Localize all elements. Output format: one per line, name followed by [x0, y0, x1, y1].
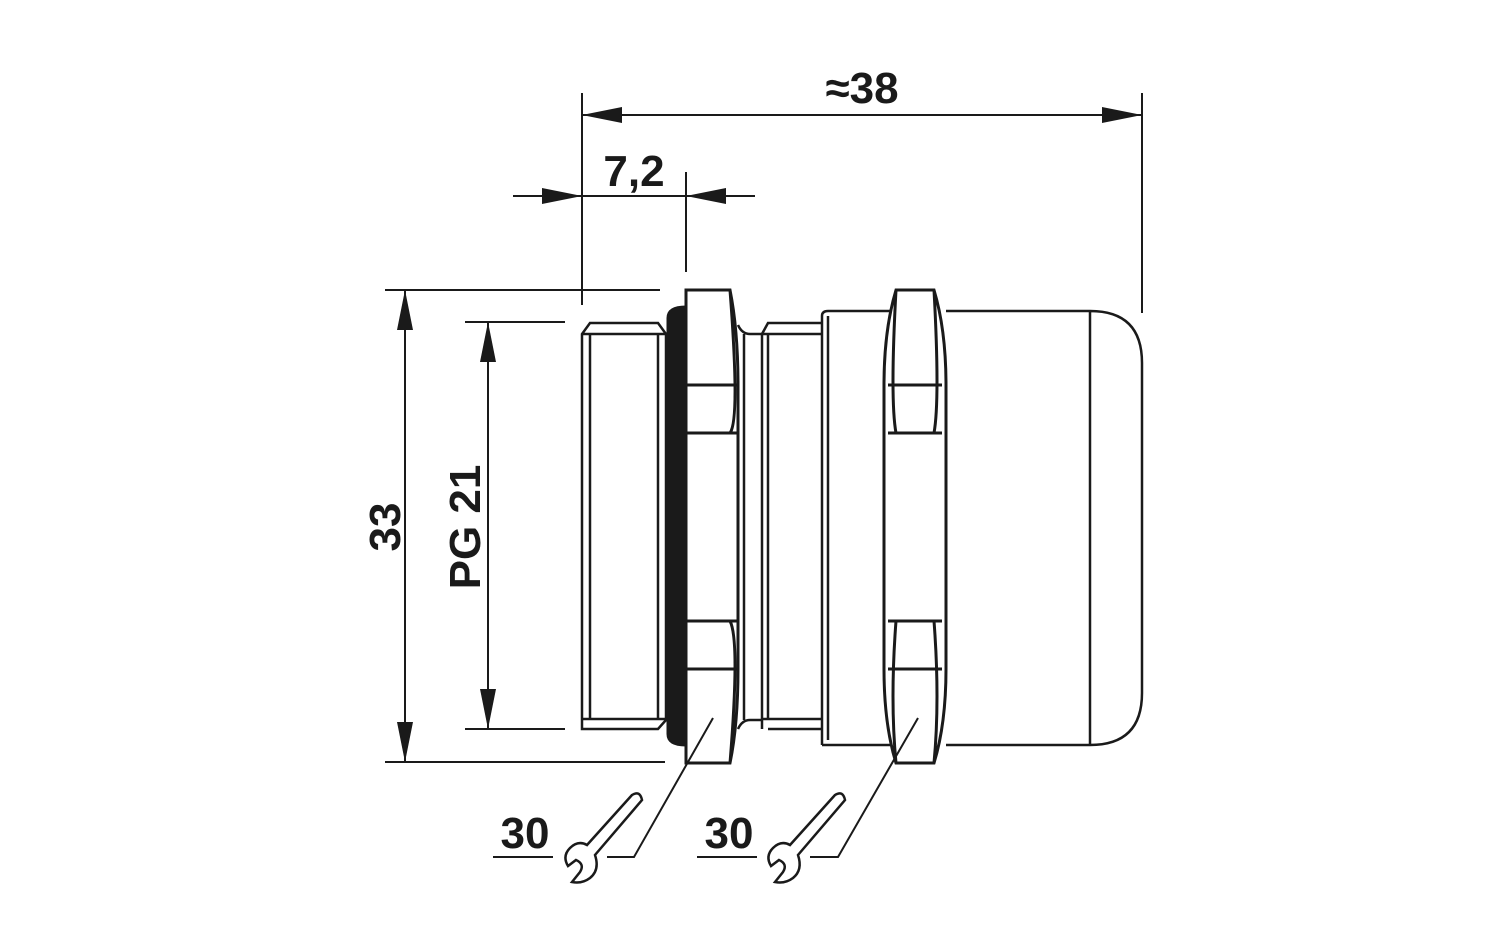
- gland-body: [580, 288, 1144, 765]
- gland-neck: [736, 324, 762, 730]
- thread-length-label: 7,2: [603, 147, 664, 196]
- body-thread: [760, 321, 822, 731]
- overall-length-label: ≈38: [825, 64, 898, 113]
- seal-ring: [666, 305, 688, 747]
- dimension-thread-size: PG 21: [441, 321, 565, 730]
- dome-cap: [946, 309, 1144, 747]
- outer-height-label: 33: [361, 503, 410, 552]
- dimension-overall-length: ≈38: [581, 64, 1143, 313]
- body-section: [820, 309, 890, 747]
- dimension-thread-length: 7,2: [513, 147, 755, 272]
- wrench-leaders: [493, 717, 919, 858]
- entry-thread: [580, 321, 668, 731]
- wrench-icon-1: [564, 792, 644, 884]
- sealing-nut: [882, 288, 948, 765]
- lock-nut: [684, 288, 740, 765]
- dimension-outer-height: 33: [361, 289, 665, 763]
- thread-size-label: PG 21: [441, 465, 490, 590]
- wrench-size-1-label: 30: [501, 809, 550, 858]
- wrench-size-2-label: 30: [705, 809, 754, 858]
- wrench-icon-2: [767, 792, 847, 884]
